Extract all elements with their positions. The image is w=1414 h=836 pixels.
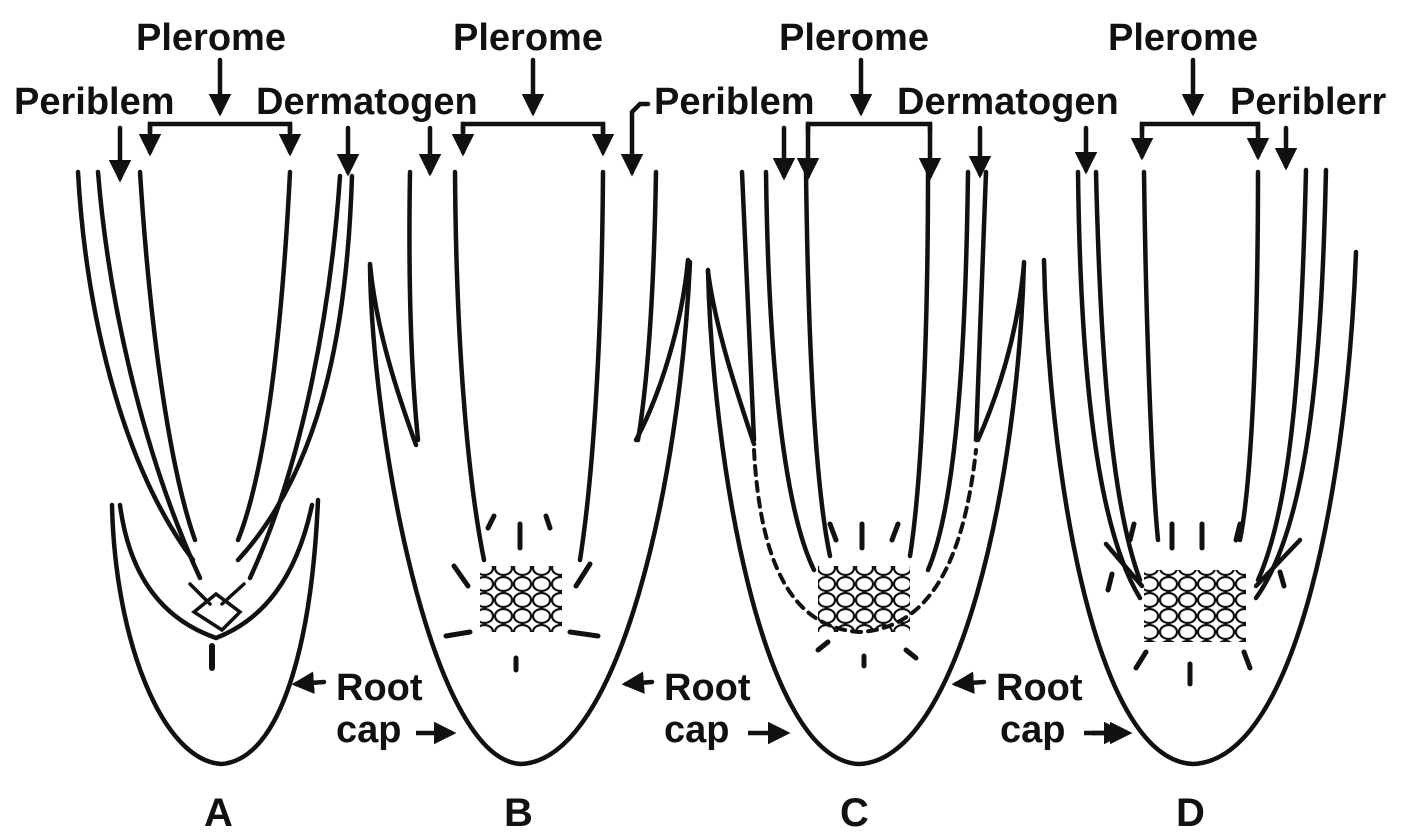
pierome-layer-c xyxy=(806,172,928,556)
panel-a xyxy=(78,60,352,764)
root-cap-c xyxy=(708,262,1024,764)
pierome-label-b: Plerome xyxy=(453,17,603,59)
cap-label-c: cap xyxy=(1000,709,1065,751)
root-cap-d xyxy=(1044,252,1356,764)
pierome-label-a: Plerome xyxy=(136,17,286,59)
root-cap-arrow-c xyxy=(956,682,984,684)
panel-label-d: D xyxy=(1176,791,1205,835)
outer-layer-a xyxy=(78,172,352,560)
pierome-bracket-c xyxy=(808,124,930,132)
periblem-label-d: Periblerr xyxy=(1230,81,1387,123)
pierome-bracket-b xyxy=(463,124,603,132)
pierome-label-c: Plerome xyxy=(779,17,929,59)
initial-cells-b xyxy=(480,566,562,632)
pierome-bracket-a xyxy=(150,124,290,132)
periblem-arrow-b2 xyxy=(632,104,648,172)
cap-label-a: cap xyxy=(336,709,401,751)
panel-label-a: A xyxy=(204,791,233,835)
panel-letters: A B C D xyxy=(204,791,1205,835)
pierome-layer-d xyxy=(1144,172,1258,540)
pierome-label-d: Plerome xyxy=(1108,17,1258,59)
dermatogen-label-c: Dermatogen xyxy=(897,81,1119,123)
pierome-bracket-d xyxy=(1142,124,1258,132)
pierome-layer-b xyxy=(455,172,603,560)
inner-cap-a xyxy=(120,505,312,638)
root-label-b: Root xyxy=(664,667,751,709)
panel-label-c: C xyxy=(840,791,869,835)
periblem-layer-d xyxy=(1096,170,1306,580)
panel-b xyxy=(370,60,690,764)
root-cap-arrow-a xyxy=(296,682,324,684)
outer-layer-b xyxy=(409,172,656,440)
panel-label-b: B xyxy=(504,791,533,835)
panel-d xyxy=(1044,60,1356,764)
cap-label-b: cap xyxy=(664,709,729,751)
periblem-label-b: Periblem xyxy=(654,81,815,123)
panel-c xyxy=(708,60,1024,764)
root-cap-a xyxy=(112,500,318,764)
root-cap-arrow-b xyxy=(626,682,652,684)
periblem-label-a: Periblem xyxy=(14,81,175,123)
initial-cells-c xyxy=(818,566,910,632)
root-label-c: Root xyxy=(996,667,1083,709)
initial-cell-a xyxy=(194,594,240,630)
root-label-a: Root xyxy=(336,667,423,709)
dermatogen-label-a: Dermatogen xyxy=(256,81,478,123)
periblem-layer-a xyxy=(98,172,340,578)
initial-cells-d xyxy=(1144,570,1246,642)
periblem-layer-c xyxy=(766,172,968,570)
